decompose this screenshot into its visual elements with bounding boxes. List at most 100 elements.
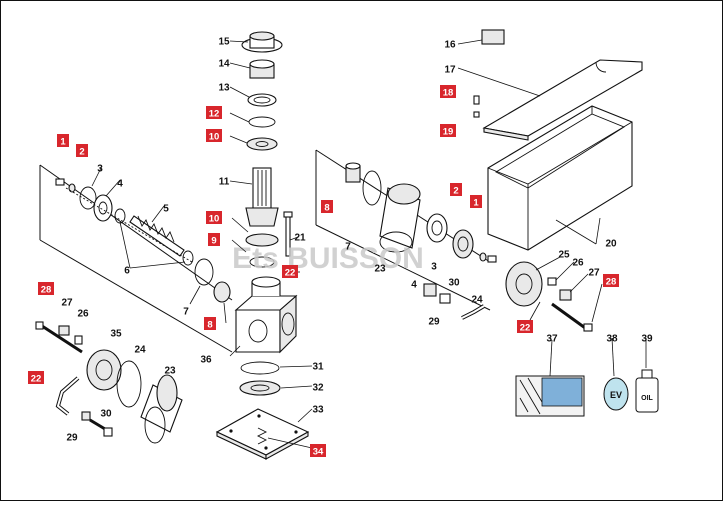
callout-label: 1 [60, 137, 66, 148]
part-5-shaft [129, 215, 185, 257]
callout-tag-box [470, 195, 482, 208]
callout-23: 23 [164, 366, 176, 377]
part-13-ring [247, 93, 277, 107]
callout-label: 2 [79, 147, 84, 158]
callout-tag-box [204, 317, 216, 330]
part-35-cover [86, 349, 122, 391]
callout-20: 20 [605, 239, 617, 250]
callout-label: 3 [97, 164, 103, 175]
callout-22-tag: 22 [517, 320, 533, 334]
callout-7: 7 [183, 307, 189, 318]
callout-label: 18 [443, 88, 454, 99]
callout-tag-box [603, 274, 619, 287]
part-14-top [249, 59, 275, 69]
callout-21: 21 [294, 233, 306, 244]
callout-11: 11 [219, 177, 230, 188]
callout-24: 24 [471, 295, 483, 306]
callout-3: 3 [97, 164, 103, 175]
callout-label: 2 [453, 186, 458, 197]
callout-1-tag: 1 [470, 195, 482, 209]
part-36-neck-top [251, 276, 281, 288]
callout-29: 29 [428, 317, 440, 328]
callout-label: 24 [134, 345, 146, 356]
callout-label: 28 [606, 277, 617, 288]
part-7-right-ring [362, 170, 382, 206]
callout-30: 30 [100, 409, 112, 420]
callout-tag-box [76, 144, 88, 157]
callout-35: 35 [110, 329, 122, 340]
callout-tag-box [310, 444, 326, 457]
callout-2-tag: 2 [450, 183, 462, 197]
callout-label: 32 [312, 383, 324, 394]
callout-33: 33 [312, 405, 324, 416]
callout-tag-box [517, 320, 533, 333]
part-4-right-disc [452, 229, 474, 259]
callout-label: 14 [218, 59, 230, 70]
callout-32: 32 [312, 383, 324, 394]
callout-7: 7 [345, 242, 351, 253]
part-30-right-fitting [423, 283, 437, 297]
callout-13: 13 [218, 83, 230, 94]
part-3-right-ring [426, 213, 448, 243]
callout-26: 26 [77, 309, 89, 320]
part-38-grease-bag [603, 377, 629, 411]
callout-label: 22 [31, 374, 42, 385]
part-19-washer [473, 111, 480, 118]
callout-label: 36 [200, 355, 212, 366]
callout-tag-box [208, 233, 220, 246]
callout-label: 10 [209, 214, 220, 225]
part-36-housing-top [234, 295, 298, 311]
part-12-circlip [248, 116, 276, 128]
part-36-front-bore [248, 319, 268, 343]
part-1-plug [55, 178, 65, 186]
callout-29: 29 [66, 433, 78, 444]
callout-tag-box [38, 282, 54, 295]
leader-lines [91, 39, 647, 449]
callout-25: 25 [558, 250, 570, 261]
callout-tag-box [206, 129, 222, 142]
callout-label: 7 [183, 307, 189, 318]
callout-label: 5 [163, 204, 169, 215]
callout-label: 13 [218, 83, 230, 94]
part-10-bearing [246, 137, 278, 151]
callout-31: 31 [312, 362, 324, 373]
callout-label: 39 [641, 334, 653, 345]
callout-label: 25 [558, 250, 570, 261]
callout-10-tag: 10 [206, 129, 222, 143]
part-2-washer [68, 183, 76, 193]
callout-8-tag: 8 [204, 317, 216, 331]
callout-22-tag: 22 [282, 265, 298, 279]
callout-label: 23 [374, 264, 386, 275]
callout-tag-box [28, 371, 44, 384]
part-36-side-bore [281, 312, 295, 336]
callout-4: 4 [411, 280, 417, 291]
callout-15: 15 [218, 37, 230, 48]
callout-tag-box [206, 211, 222, 224]
callout-9-tag: 9 [208, 233, 220, 247]
part-1-right-plug [487, 255, 497, 263]
callout-label: 8 [324, 203, 329, 214]
callout-28-tag: 28 [603, 274, 619, 288]
callout-label: 4 [117, 179, 123, 190]
central-shaft-assembly [215, 31, 310, 460]
callout-label: 30 [448, 278, 460, 289]
part-9-ring [249, 256, 275, 268]
callout-10-tag: 10 [206, 211, 222, 225]
watermark: Ets BUISSON [232, 242, 424, 275]
consumables: EV OIL [515, 369, 659, 417]
callout-label: 27 [61, 298, 73, 309]
part-31-oring [240, 361, 280, 375]
callout-tag-box [440, 85, 456, 98]
callout-label: 20 [605, 239, 617, 250]
callout-2-tag: 2 [76, 144, 88, 158]
callout-labels: 1514131210111098212236313233341234567282… [28, 37, 653, 458]
callout-label: 30 [100, 409, 112, 420]
callout-label: 26 [77, 309, 89, 320]
svg-text:OIL: OIL [641, 395, 653, 402]
callout-39: 39 [641, 334, 653, 345]
part-24-oring [116, 360, 142, 408]
callout-label: 22 [520, 323, 531, 334]
part-26-right-fitting [547, 277, 557, 286]
callout-label: 8 [207, 320, 212, 331]
